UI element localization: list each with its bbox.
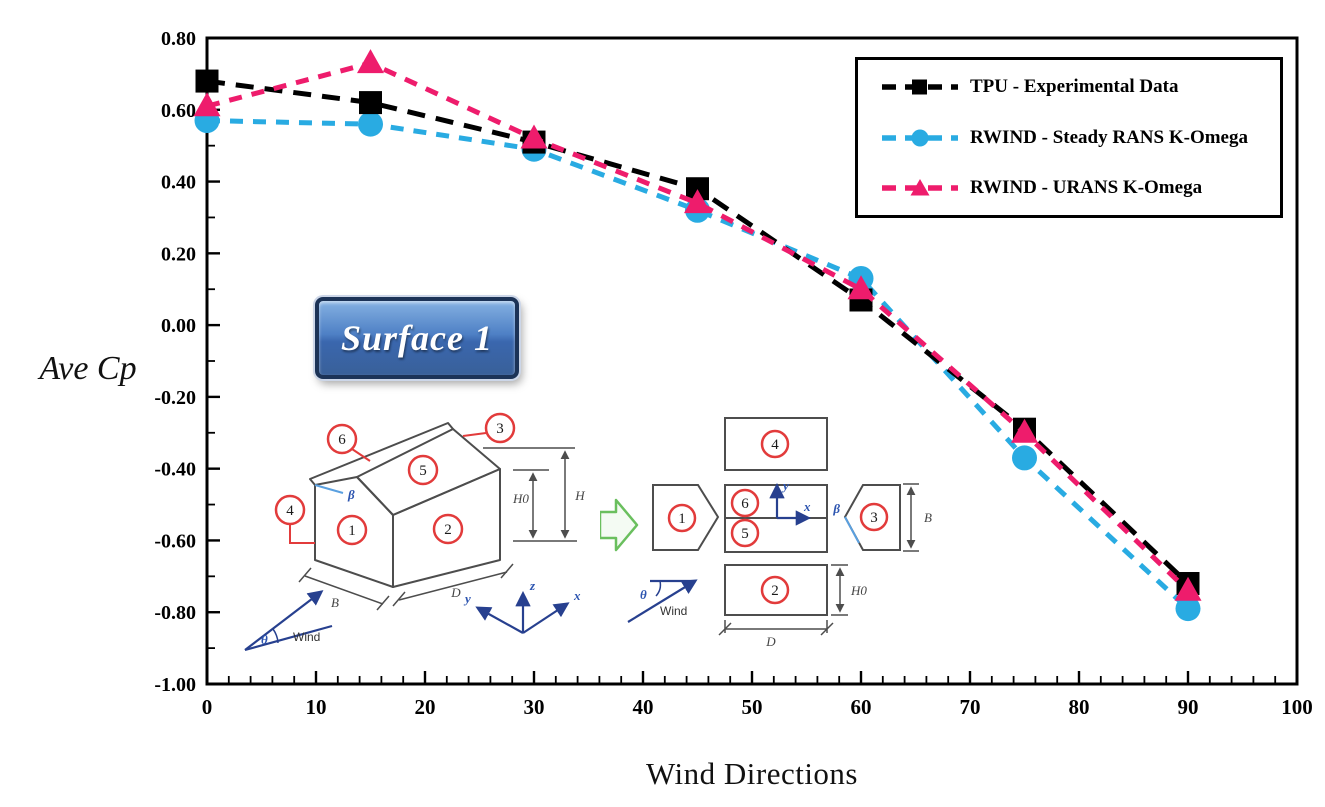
flat-beta-label: β xyxy=(832,501,840,516)
house-label-4: 4 xyxy=(286,503,294,519)
data-point-marker xyxy=(195,69,219,93)
x-tick-label: 70 xyxy=(960,695,981,719)
flat-axes xyxy=(769,482,812,526)
legend-entry-label: TPU - Experimental Data xyxy=(970,76,1179,97)
data-point-marker xyxy=(358,111,383,137)
house-beta-label: β xyxy=(347,487,355,502)
flat-beta-line xyxy=(844,516,860,544)
house-axis-z: z xyxy=(529,578,536,593)
legend-entry: RWIND - Steady RANS K-Omega xyxy=(882,126,1256,150)
house-label-6: 6 xyxy=(338,432,346,448)
data-point-marker xyxy=(520,124,548,149)
house-3d-diagram: H0 H B D β 1 2 5 6 3 4 xyxy=(244,412,585,652)
house-label-5: 5 xyxy=(419,463,427,479)
y-tick-label: 0.20 xyxy=(161,243,196,265)
house-axes xyxy=(475,590,570,634)
x-tick-label: 60 xyxy=(851,695,872,719)
house-dim-h: H xyxy=(574,488,585,503)
x-tick-label: 100 xyxy=(1281,695,1313,719)
house-wind-arrow xyxy=(244,590,333,652)
legend-entry: RWIND - URANS K-Omega xyxy=(882,176,1256,200)
legend-entry-label: RWIND - Steady RANS K-Omega xyxy=(970,126,1248,148)
unfold-arrow-icon xyxy=(600,498,639,552)
data-point-marker xyxy=(1174,576,1202,601)
y-tick-label: 0.00 xyxy=(161,315,196,337)
house-label-2: 2 xyxy=(444,522,452,538)
x-tick-label: 40 xyxy=(633,695,654,719)
y-tick-label: -0.20 xyxy=(154,387,196,409)
house-dim-b: B xyxy=(331,595,339,610)
house-axis-y: y xyxy=(463,591,471,606)
flat-theta-label: θ xyxy=(640,587,647,602)
x-tick-label: 80 xyxy=(1069,695,1090,719)
legend-entry: TPU - Experimental Data xyxy=(882,75,1256,99)
y-axis-ticks: 0.80 0.60 0.40 0.20 0.00 -0.20 -0.40 -0.60 -0.80… xyxy=(154,28,220,696)
flat-label-5: 5 xyxy=(741,526,749,542)
legend-marker-sample xyxy=(882,179,958,196)
series-triangle xyxy=(193,49,1202,601)
surface-badge-label: Surface 1 xyxy=(341,318,493,358)
data-point-marker xyxy=(1011,418,1038,443)
flat-dim-h0: H0 xyxy=(850,583,867,598)
house-axis-x: x xyxy=(573,588,581,603)
flat-label-1: 1 xyxy=(678,511,686,527)
x-tick-label: 0 xyxy=(202,695,213,719)
data-point-marker xyxy=(359,91,382,115)
house-surface-labels: 1 2 5 6 3 4 xyxy=(274,412,516,546)
flat-surface-labels: 1 2 3 4 5 6 xyxy=(667,429,889,605)
flat-wind-label: Wind xyxy=(660,604,687,618)
data-point-marker xyxy=(193,92,221,117)
x-tick-label: 30 xyxy=(524,695,545,719)
flat-dim-d: D xyxy=(765,634,776,649)
house-outline xyxy=(309,422,501,588)
data-point-marker xyxy=(684,189,711,214)
legend-marker-sample xyxy=(882,79,958,95)
x-axis-ticks: 0 10 20 30 40 50 60 70 80 90 100 xyxy=(202,671,1313,719)
house-dim-h0: H0 xyxy=(512,491,529,506)
data-point-marker xyxy=(1175,596,1201,622)
legend-entry-label: RWIND - URANS K-Omega xyxy=(970,177,1203,198)
y-tick-label: -1.00 xyxy=(154,674,196,696)
data-point-marker xyxy=(686,177,709,201)
house-dimension-lines xyxy=(298,447,577,611)
flat-label-3: 3 xyxy=(870,510,878,526)
flat-axis-x: x xyxy=(803,499,811,514)
house-wind-label: Wind xyxy=(293,630,320,644)
surface-badge: Surface 1 xyxy=(315,297,519,379)
house-theta-label: θ xyxy=(261,632,268,647)
x-tick-label: 50 xyxy=(742,695,763,719)
y-tick-label: -0.40 xyxy=(154,459,196,481)
y-axis-title: Ave Cp xyxy=(39,350,137,387)
y-tick-label: -0.60 xyxy=(154,530,196,552)
flat-axis-y: y xyxy=(781,478,789,493)
x-tick-label: 90 xyxy=(1178,695,1199,719)
legend-marker-sample xyxy=(882,129,958,146)
flat-dim-b: B xyxy=(924,510,932,525)
house-dim-d: D xyxy=(450,585,461,600)
house-label-1: 1 xyxy=(348,523,356,539)
y-tick-label: 0.60 xyxy=(161,100,196,122)
data-point-marker xyxy=(1012,445,1037,471)
flat-label-2: 2 xyxy=(771,583,779,599)
x-tick-label: 10 xyxy=(306,695,327,719)
unfolded-surfaces-diagram: B H0 D y x β θ Wind 1 2 xyxy=(600,417,932,649)
x-axis-title: Wind Directions xyxy=(645,756,858,791)
flat-label-4: 4 xyxy=(771,437,779,453)
flat-wind-arrow xyxy=(627,579,698,623)
y-tick-label: 0.40 xyxy=(161,172,196,194)
flat-dimension-lines xyxy=(718,483,919,636)
flat-label-6: 6 xyxy=(741,496,749,512)
y-tick-label: 0.80 xyxy=(161,28,196,50)
house-beta-line xyxy=(314,484,344,494)
house-label-3: 3 xyxy=(496,421,504,437)
data-point-marker xyxy=(357,49,384,74)
x-tick-label: 20 xyxy=(415,695,436,719)
y-tick-label: -0.80 xyxy=(154,602,196,624)
data-point-marker xyxy=(847,275,875,300)
